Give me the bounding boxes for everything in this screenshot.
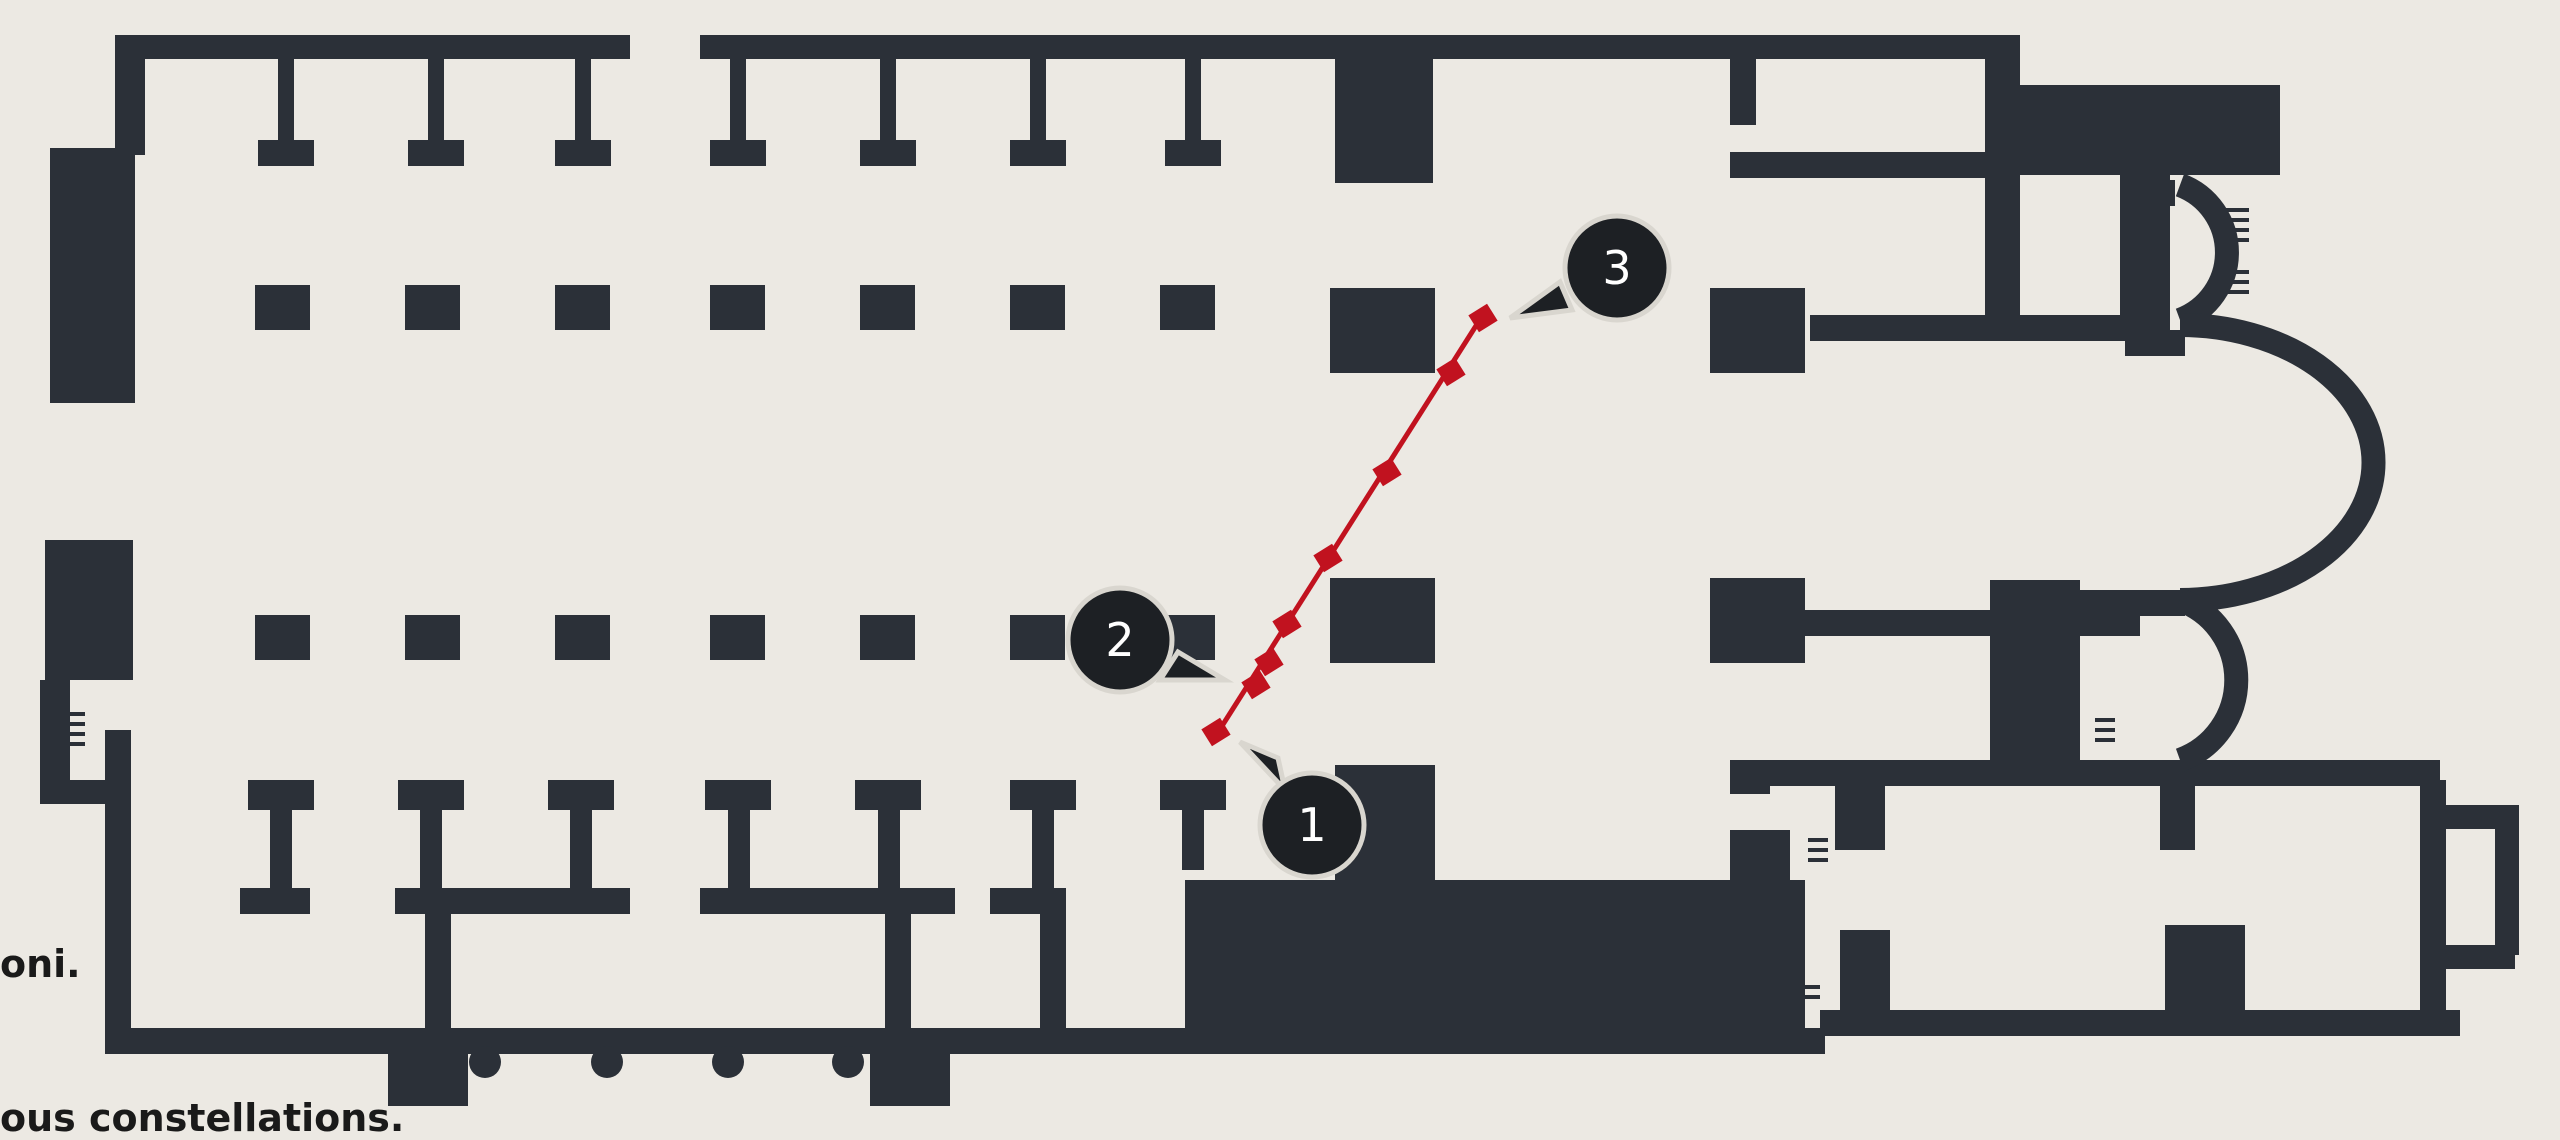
callout-3-label: 3 — [1602, 241, 1631, 295]
meridian-marker — [1313, 543, 1343, 573]
stairs-icon — [2225, 208, 2249, 242]
meridian-marker — [1272, 609, 1302, 639]
meridian-marker — [1254, 647, 1284, 677]
callout-2-label: 2 — [1105, 613, 1134, 667]
meridian-marker — [1372, 457, 1402, 487]
stairs-icon — [1800, 985, 1820, 999]
wall-structure — [40, 35, 2519, 1106]
callout-1: 1 — [1238, 739, 1367, 880]
callout-1-label: 1 — [1297, 798, 1326, 852]
meridian-marker — [1436, 357, 1466, 387]
stairs-icon — [65, 712, 85, 746]
callout-2: 2 — [1065, 585, 1235, 695]
meridian-marker — [1201, 717, 1231, 747]
callout-3: 3 — [1508, 213, 1672, 323]
stairs-icon — [2095, 718, 2115, 742]
stairs-icon-group — [65, 208, 2249, 999]
caption-line-1: oni. — [0, 942, 81, 986]
stairs-icon — [2225, 270, 2249, 294]
caption-line-2: ous constellations. — [0, 1096, 405, 1140]
meridian-line — [1201, 303, 1498, 747]
east-apses — [2175, 173, 2386, 772]
stairs-icon — [1808, 838, 1828, 862]
meridian-marker — [1468, 303, 1498, 333]
meridian-marker — [1241, 670, 1271, 700]
